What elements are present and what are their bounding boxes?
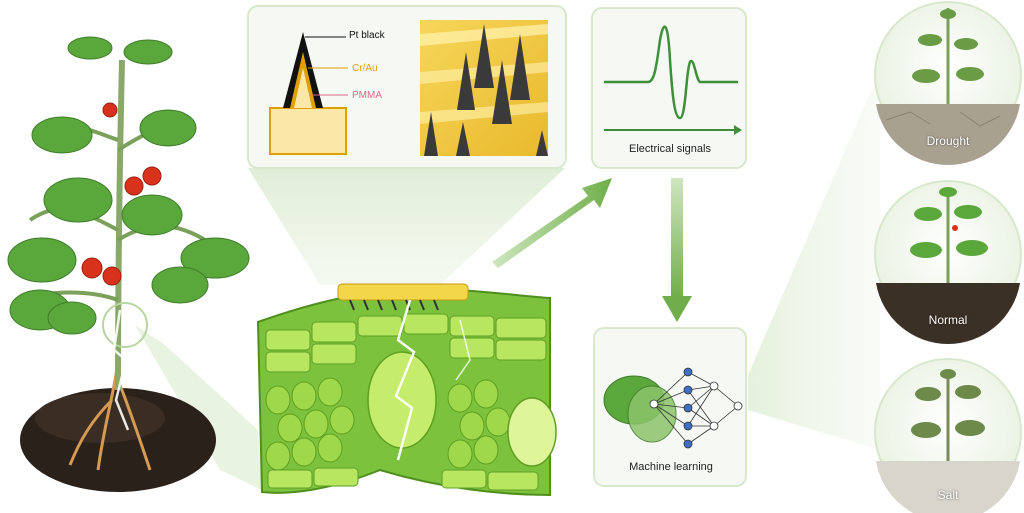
tomato-plant-icon: [7, 36, 250, 492]
signal-trace: [604, 25, 738, 120]
condition-label-drought: Drought: [926, 134, 970, 148]
neural-network-icon: [649, 367, 743, 449]
microneedle-array-icon: [420, 20, 548, 156]
microneedle-panel: [247, 5, 567, 169]
condition-normal: [874, 180, 1022, 344]
ml-panel: [593, 327, 747, 487]
layer-label-pmma: PMMA: [352, 90, 382, 101]
layer-label-pt-black: Pt black: [349, 30, 385, 41]
condition-label-salt: Salt: [937, 488, 959, 502]
signal-panel: [591, 7, 747, 169]
machine-learning-label: Machine learning: [629, 461, 713, 473]
layer-label-cr-au: Cr/Au: [352, 63, 378, 74]
condition-drought: [874, 1, 1022, 165]
electrical-signals-label: Electrical signals: [629, 143, 711, 155]
condition-salt: [874, 358, 1022, 513]
condition-label-normal: Normal: [928, 313, 968, 327]
leaf-cross-section-icon: [256, 283, 557, 497]
zoom-beams: [135, 70, 880, 490]
flow-arrows: [492, 178, 692, 322]
